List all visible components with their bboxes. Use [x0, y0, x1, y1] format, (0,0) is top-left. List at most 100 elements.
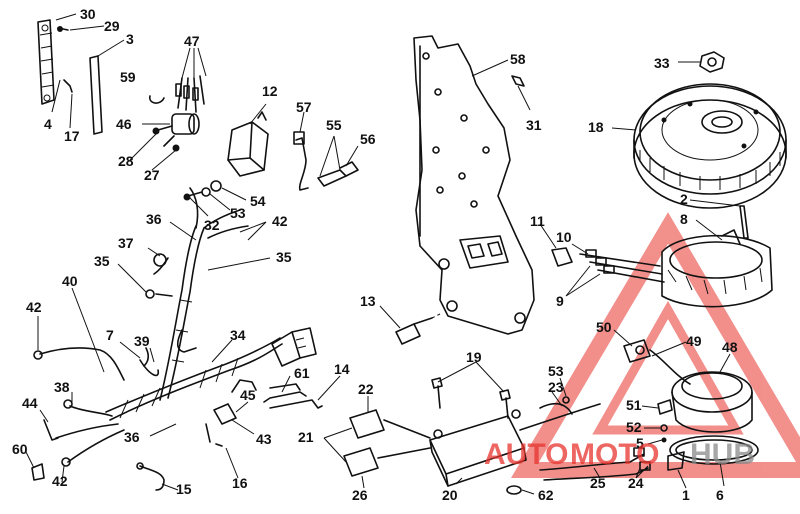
flywheel-18 — [633, 83, 787, 209]
spark-plug-wire-57 — [293, 131, 309, 191]
callout-55: 55 — [326, 117, 342, 133]
callout-60: 60 — [12, 441, 28, 457]
callout-33: 33 — [654, 55, 670, 71]
callout-17: 17 — [64, 128, 80, 144]
nut-33 — [699, 51, 725, 73]
callout-6: 6 — [716, 487, 724, 503]
callout-58: 58 — [510, 51, 526, 67]
callout-15: 15 — [176, 481, 192, 497]
callout-36b: 36 — [124, 429, 140, 445]
callout-10: 10 — [556, 229, 572, 245]
stator-8 — [661, 229, 773, 308]
bracket-strip — [37, 19, 73, 105]
timer-base-48 — [671, 371, 753, 433]
callout-34: 34 — [230, 327, 246, 343]
clip-31 — [511, 75, 525, 87]
callout-8: 8 — [680, 211, 688, 227]
callout-61: 61 — [294, 365, 310, 381]
callout-28: 28 — [118, 153, 134, 169]
callout-2: 2 — [680, 191, 688, 207]
sensor-49-50 — [623, 339, 691, 385]
callout-32: 32 — [204, 217, 220, 233]
callout-14: 14 — [334, 361, 350, 377]
stator-leads-9-10 — [551, 247, 665, 283]
long-strip-3 — [89, 55, 103, 135]
callout-56: 56 — [360, 131, 376, 147]
callout-35b: 35 — [276, 249, 292, 265]
svg-text:HUB: HUB — [690, 438, 755, 471]
callout-9: 9 — [556, 293, 564, 309]
clip-59 — [149, 95, 165, 104]
small-parts-51-52-5 — [657, 399, 673, 443]
callout-35: 35 — [94, 253, 110, 269]
callout-25: 25 — [590, 475, 606, 491]
callout-49: 49 — [686, 333, 702, 349]
screw-13 — [395, 313, 441, 345]
callout-20: 20 — [442, 487, 458, 503]
wires-24-25 — [519, 403, 651, 481]
wire-leads-47 — [175, 75, 205, 113]
callout-42c: 42 — [52, 473, 68, 489]
callout-16: 16 — [232, 475, 248, 491]
callout-52: 52 — [626, 419, 642, 435]
callout-7: 7 — [106, 327, 114, 343]
callout-38: 38 — [54, 379, 70, 395]
callout-4: 4 — [44, 116, 52, 132]
connector-22 — [349, 409, 431, 439]
callout-37: 37 — [118, 235, 134, 251]
spark-plug-boots-56 — [317, 161, 359, 187]
wire-14 — [269, 399, 323, 409]
callout-54: 54 — [250, 193, 266, 209]
washer-62 — [506, 485, 522, 495]
solenoid-46 — [152, 113, 200, 152]
callout-11: 11 — [530, 213, 545, 229]
wire-23 — [539, 396, 573, 415]
callout-36: 36 — [146, 211, 162, 227]
callout-45: 45 — [240, 387, 256, 403]
watermark-text: AUTO MOTO HUB — [484, 438, 755, 471]
callout-48: 48 — [722, 339, 738, 355]
callout-44: 44 — [22, 395, 38, 411]
callout-39: 39 — [134, 333, 150, 349]
callout-21: 21 — [298, 429, 314, 445]
callout-26: 26 — [352, 487, 368, 503]
wiring-harness — [31, 187, 317, 491]
callout-42: 42 — [272, 213, 288, 229]
callout-22: 22 — [358, 381, 374, 397]
ignition-coil-12 — [227, 111, 269, 177]
callout-13: 13 — [360, 293, 376, 309]
callout-19: 19 — [466, 349, 482, 365]
callout-3: 3 — [126, 31, 134, 47]
callout-23: 23 — [548, 379, 564, 395]
callout-29: 29 — [104, 18, 120, 34]
connector-26 — [343, 447, 431, 477]
callout-59: 59 — [120, 69, 136, 85]
clip-1 — [667, 451, 685, 471]
callout-24: 24 — [628, 475, 644, 491]
svg-text:AUTO: AUTO — [484, 438, 568, 471]
callout-47: 47 — [184, 33, 200, 49]
washers-54-53-32 — [183, 180, 222, 201]
callout-18: 18 — [588, 119, 604, 135]
leader-lines — [25, 13, 741, 495]
callout-40: 40 — [62, 273, 78, 289]
callout-31: 31 — [526, 117, 542, 133]
key-2 — [739, 205, 749, 239]
callout-50: 50 — [596, 319, 612, 335]
power-pack-20 — [429, 409, 527, 487]
screws-19 — [431, 377, 511, 419]
callout-labels: 30 29 3 47 59 4 17 46 28 27 12 57 55 56 … — [12, 6, 738, 503]
mounting-plate-58 — [413, 35, 535, 335]
callout-42b: 42 — [26, 299, 42, 315]
bracket-61 — [263, 383, 307, 403]
callout-53: 53 — [230, 205, 246, 221]
callout-30: 30 — [80, 6, 96, 22]
callout-62: 62 — [538, 487, 554, 503]
callout-43: 43 — [256, 431, 272, 447]
callout-12: 12 — [262, 83, 278, 99]
callout-51: 51 — [626, 397, 642, 413]
callout-53b: 53 — [548, 363, 564, 379]
ring-6 — [669, 435, 759, 465]
callout-5: 5 — [636, 435, 644, 451]
